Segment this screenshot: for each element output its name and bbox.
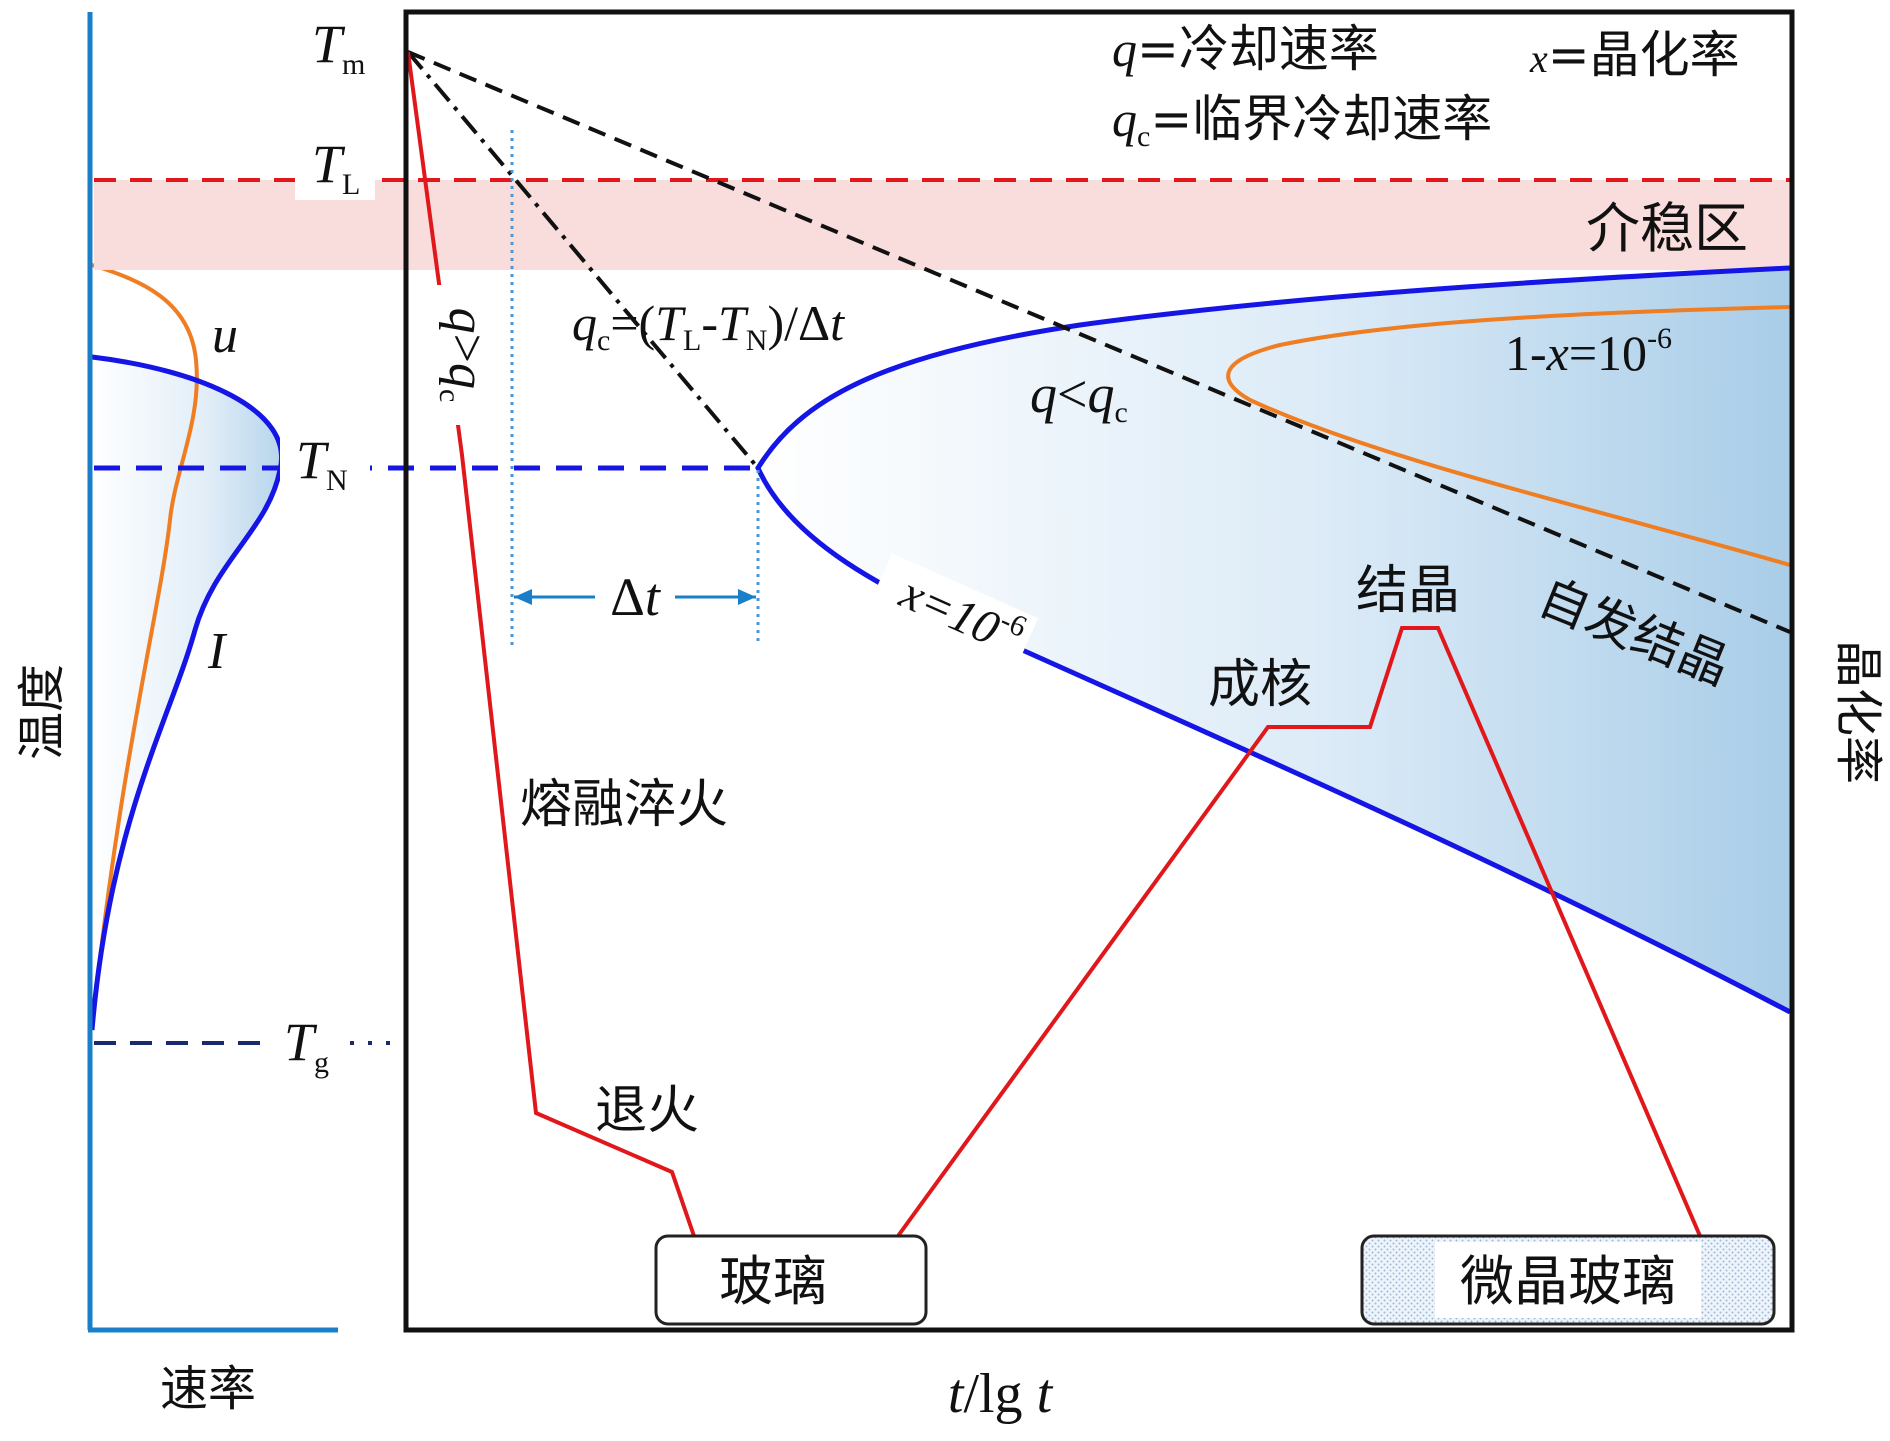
q-less-qc-label: q<qc [1030, 364, 1128, 429]
ttt-plot-frame [403, 9, 1795, 1333]
crystallization-region [758, 268, 1790, 1012]
one-minus-x-curve [1226, 305, 1791, 567]
time-axis-label: t/lg t [948, 1363, 1054, 1425]
metastable-band [94, 180, 1794, 270]
mask-tl [295, 130, 375, 200]
rate-panel [87, 12, 338, 1333]
mask-qgt-label [418, 285, 480, 425]
tg-label: Tg [284, 1012, 329, 1079]
curve-i-label: I [207, 623, 228, 680]
nucleation-rate-fill [92, 357, 282, 1030]
delta-t-label: Δt [610, 567, 662, 627]
delta-t-arrowhead-left [514, 589, 532, 605]
legend-q: q=冷却速率 [1112, 20, 1379, 78]
temperature-axis-label: 温度 [14, 664, 70, 760]
glass-ceramic-box-inner [1435, 1242, 1701, 1318]
metastable-region-label: 介稳区 [1586, 197, 1748, 260]
melt-quench-label: 熔融淬火 [520, 775, 728, 835]
tn-label: TN [296, 430, 348, 497]
x-1e-6-curve [755, 265, 1792, 1015]
nucleation-rate-curve-i [89, 354, 285, 1031]
qc-formula: qc=(TL-TN)/Δt [572, 295, 845, 357]
tl-label: TL [312, 134, 360, 201]
crystallinity-axis-label: 晶化率 [1830, 640, 1886, 784]
critical-cooling-line [406, 50, 760, 470]
anneal-label: 退火 [595, 1081, 699, 1141]
legend-qc: qc=临界冷却速率 [1112, 90, 1492, 153]
glass-box [654, 1234, 928, 1326]
delta-t-arrowhead-right [738, 589, 756, 605]
legend-x: x=晶化率 [1529, 26, 1740, 84]
mask-tg [272, 1010, 350, 1078]
q-greater-qc-label: q>qc [433, 308, 495, 403]
curve-u-label: u [212, 307, 238, 364]
slow-cooling-line [407, 50, 1791, 634]
glass-label: 玻璃 [719, 1250, 827, 1313]
one-minus-x-curve-label: 1-x=10-6 [1505, 322, 1672, 381]
glass-ceramic-label: 微晶玻璃 [1460, 1250, 1676, 1313]
tm-label: Tm [312, 14, 365, 81]
growth-rate-curve-u [90, 263, 199, 1031]
heat-treatment-path [896, 626, 1702, 1238]
mask-x-label [865, 553, 1039, 677]
rate-axis-label: 速率 [160, 1361, 256, 1417]
crystallization-label: 结晶 [1356, 561, 1460, 621]
nucleation-label: 成核 [1208, 655, 1312, 715]
mask-tn [280, 430, 370, 500]
